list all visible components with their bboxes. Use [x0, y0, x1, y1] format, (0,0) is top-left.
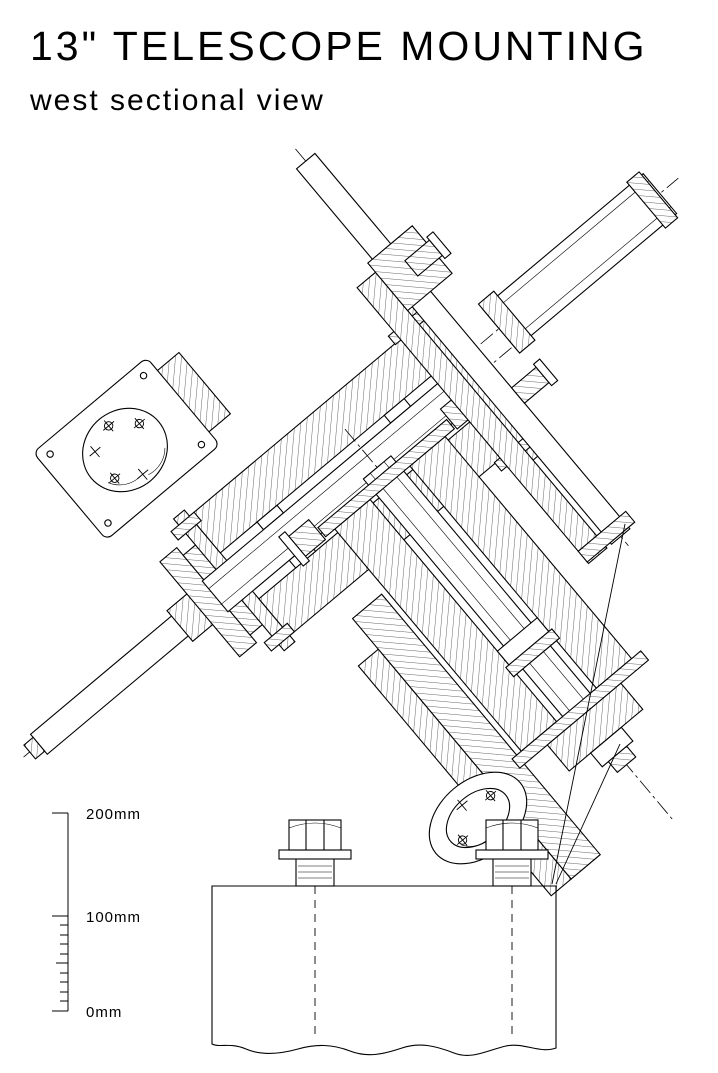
fork-silhouette-lines: [551, 523, 626, 885]
drawing-title: 13" TELESCOPE MOUNTING: [30, 23, 647, 69]
dec-flange-bolt-cap: [278, 530, 311, 567]
telescope-tube-section: [477, 171, 679, 354]
bolt-washer: [475, 849, 549, 860]
hex-nut: [485, 819, 539, 851]
saddle-end-block: [577, 510, 636, 563]
bolt-washer: [278, 849, 352, 860]
pier-outline: [211, 885, 557, 1056]
scale-label-200mm: 200mm: [86, 806, 141, 823]
saddle-clamp-bolt-head: [426, 231, 452, 260]
dec-bearing-collar: [505, 628, 561, 678]
anchor-bolt-right: [475, 819, 549, 887]
hex-nut: [288, 819, 342, 851]
pier: [211, 885, 557, 1056]
flange-stud: [263, 622, 296, 652]
scale-label-0mm: 0mm: [86, 1004, 122, 1021]
declination-assembly: [278, 381, 674, 897]
worm-housing-plate: [35, 359, 218, 538]
drawing-subtitle: west sectional view: [29, 84, 325, 117]
worm-wheel: [82, 407, 168, 493]
shaft-end-nut: [23, 736, 46, 760]
dec-upper-flange: [317, 418, 456, 538]
saddle-assembly: [295, 148, 636, 565]
title-block: 13" TELESCOPE MOUNTING west sectional vi…: [29, 23, 647, 117]
saddle-backing-plate: [356, 271, 608, 565]
tube-mount-collar: [477, 290, 536, 354]
saddle-clamp-bolt-head: [532, 358, 559, 387]
tube-end-ring: [626, 171, 679, 229]
saddle-plate: [295, 152, 631, 545]
worm-bolt-marks: [89, 417, 149, 484]
worm-slot-arc: [148, 447, 166, 476]
dec-end-nut: [607, 745, 637, 774]
flange-stud: [170, 511, 202, 541]
scale-label-100mm: 100mm: [86, 909, 141, 926]
worm-wheel-housing: [35, 351, 232, 538]
scale-bar: 200mm 100mm 0mm: [52, 806, 141, 1021]
anchor-bolt-left: [278, 819, 352, 887]
